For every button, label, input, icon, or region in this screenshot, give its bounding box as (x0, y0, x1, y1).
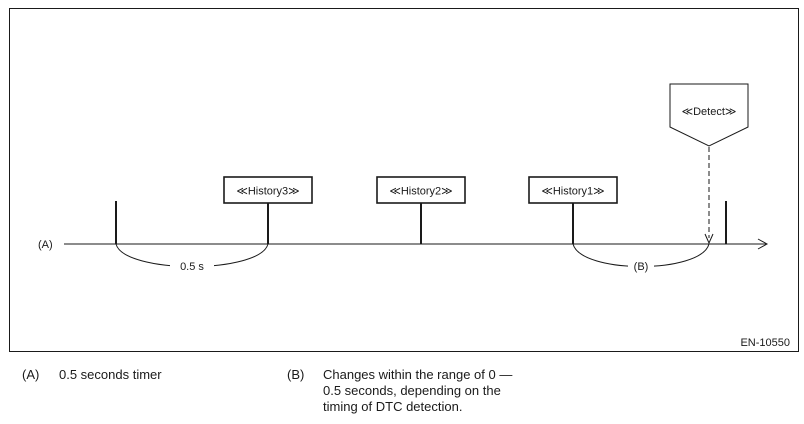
legend-text-b-line: Changes within the range of 0 — (323, 367, 513, 382)
history3-box (223, 176, 313, 204)
legend-text-b-line: 0.5 seconds, depending on the (323, 383, 501, 398)
history2-label: ≪History2≫ (389, 186, 452, 198)
history1-box (528, 176, 618, 204)
range-label-bg (628, 259, 654, 273)
interval-label: 0.5 s (180, 261, 204, 273)
detect-arrowhead (704, 233, 714, 245)
timeline-arrowhead (757, 238, 769, 250)
history1-label: ≪History1≫ (541, 186, 604, 198)
detect-callout (669, 83, 749, 147)
legend-text-b-line: timing of DTC detection. (323, 399, 463, 414)
diagram-frame (9, 8, 799, 352)
figure-code: EN-10550 (740, 337, 790, 349)
history2-box (376, 176, 466, 204)
detect-label: ≪Detect≫ (682, 106, 737, 118)
legend-text-b: Changes within the range of 0 — 0.5 seco… (323, 367, 538, 415)
interval-label-bg (170, 259, 214, 273)
legend-key-b: (B) (287, 367, 305, 382)
timeline-label: (A) (38, 239, 53, 251)
legend-key-a: (A) (22, 367, 40, 382)
history3-label: ≪History3≫ (236, 186, 299, 198)
legend-text-a: 0.5 seconds timer (59, 367, 162, 382)
range-label: (B) (634, 261, 649, 273)
